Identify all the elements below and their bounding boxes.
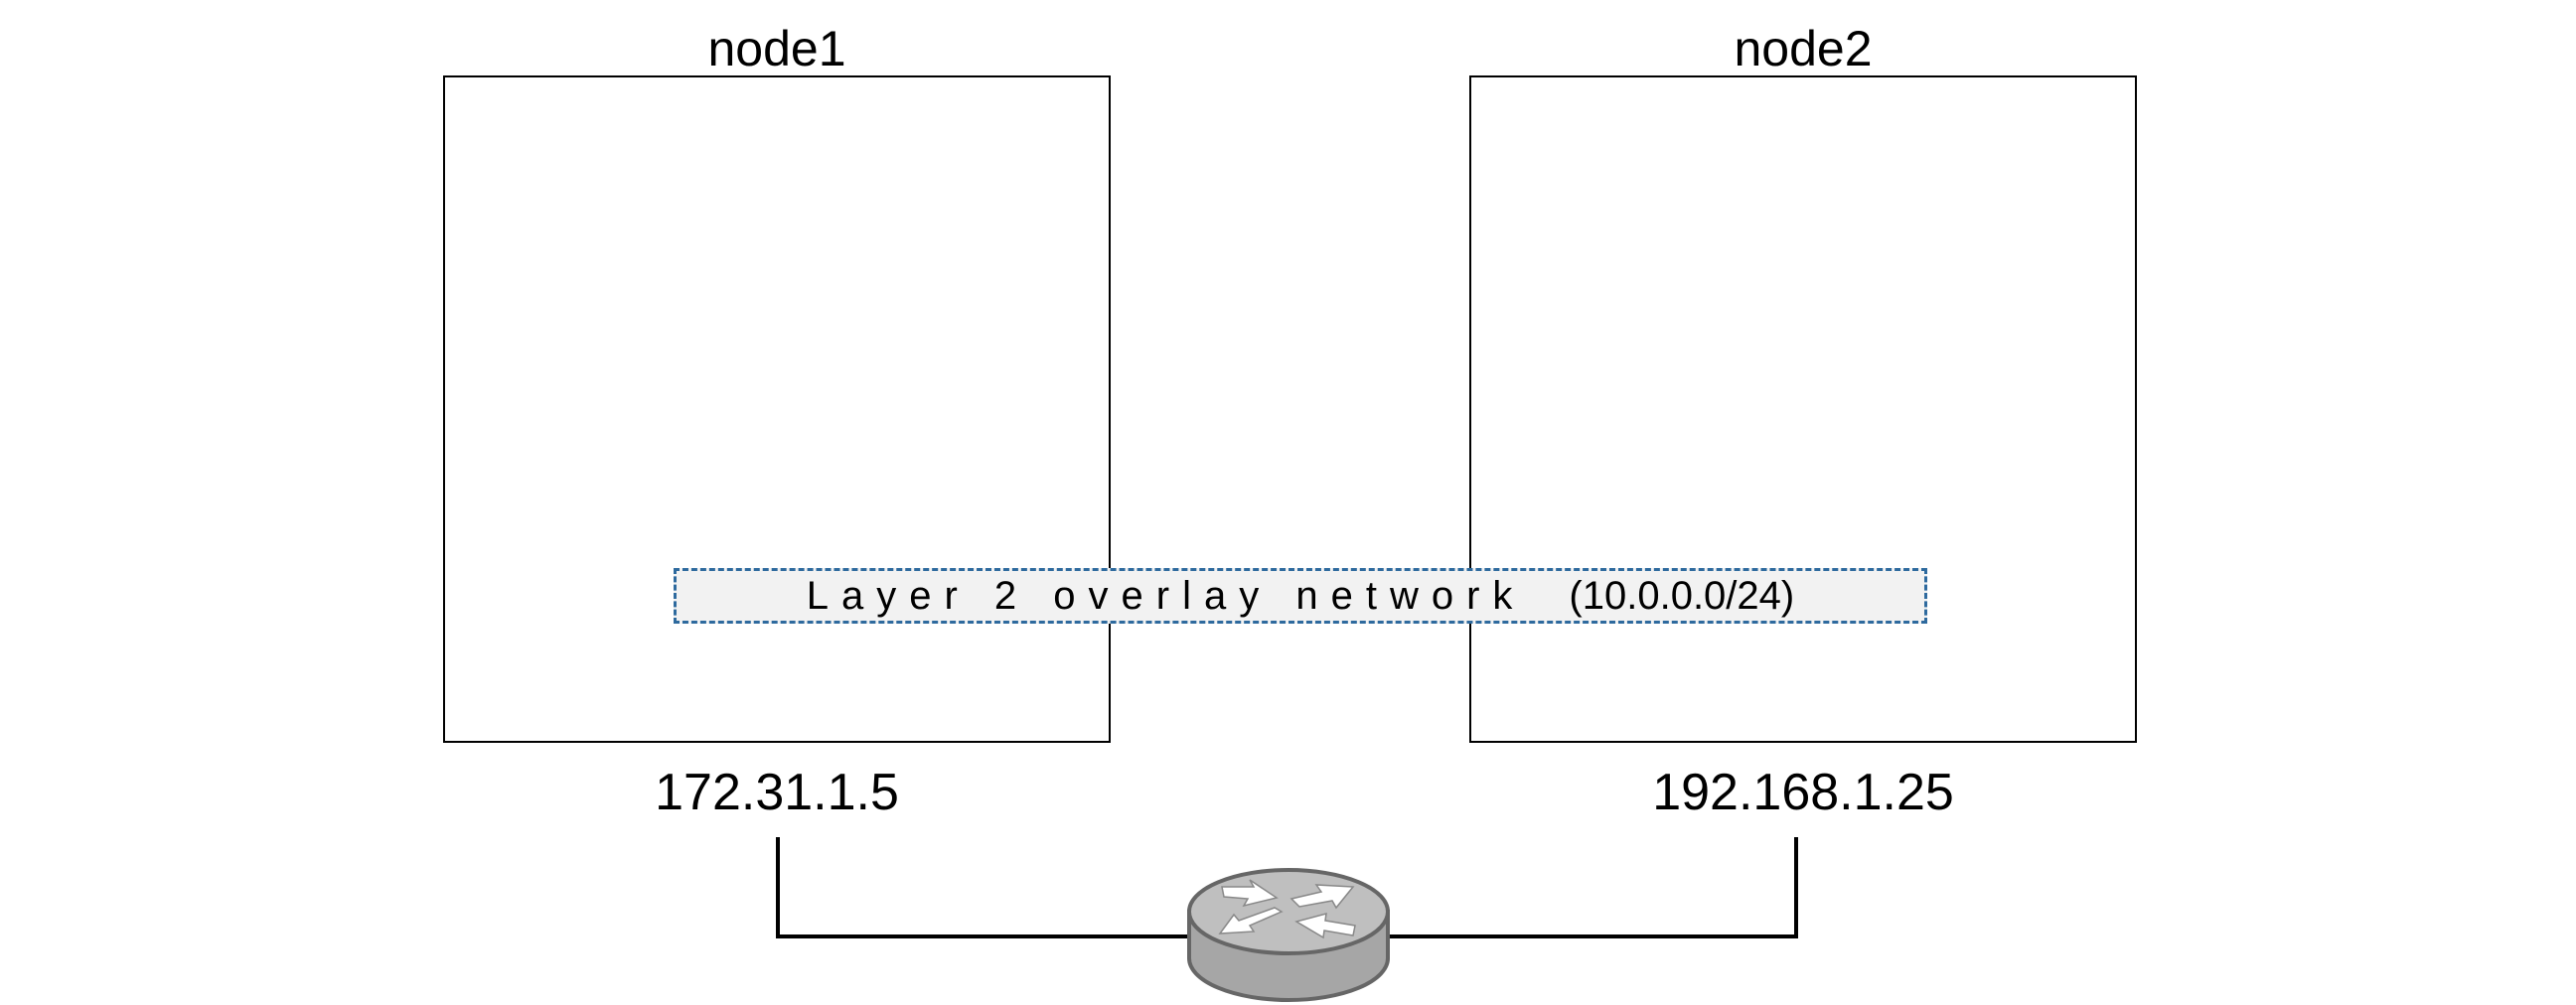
overlay-network: Layer 2 overlay network (10.0.0.0/24) bbox=[674, 568, 1927, 624]
link-node1-router bbox=[776, 837, 1189, 938]
node1-title: node1 bbox=[707, 21, 846, 76]
node2-ip: 192.168.1.25 bbox=[1652, 764, 1954, 821]
overlay-network-subnet: (10.0.0.0/24) bbox=[1569, 573, 1795, 618]
router-icon bbox=[1187, 868, 1390, 1002]
node1-ip: 172.31.1.5 bbox=[655, 764, 899, 821]
overlay-network-label: Layer 2 overlay network bbox=[806, 573, 1526, 618]
link-node2-router bbox=[1388, 837, 1798, 938]
node1-box bbox=[443, 75, 1111, 743]
node2-title: node2 bbox=[1734, 21, 1873, 76]
node2-box bbox=[1469, 75, 2137, 743]
